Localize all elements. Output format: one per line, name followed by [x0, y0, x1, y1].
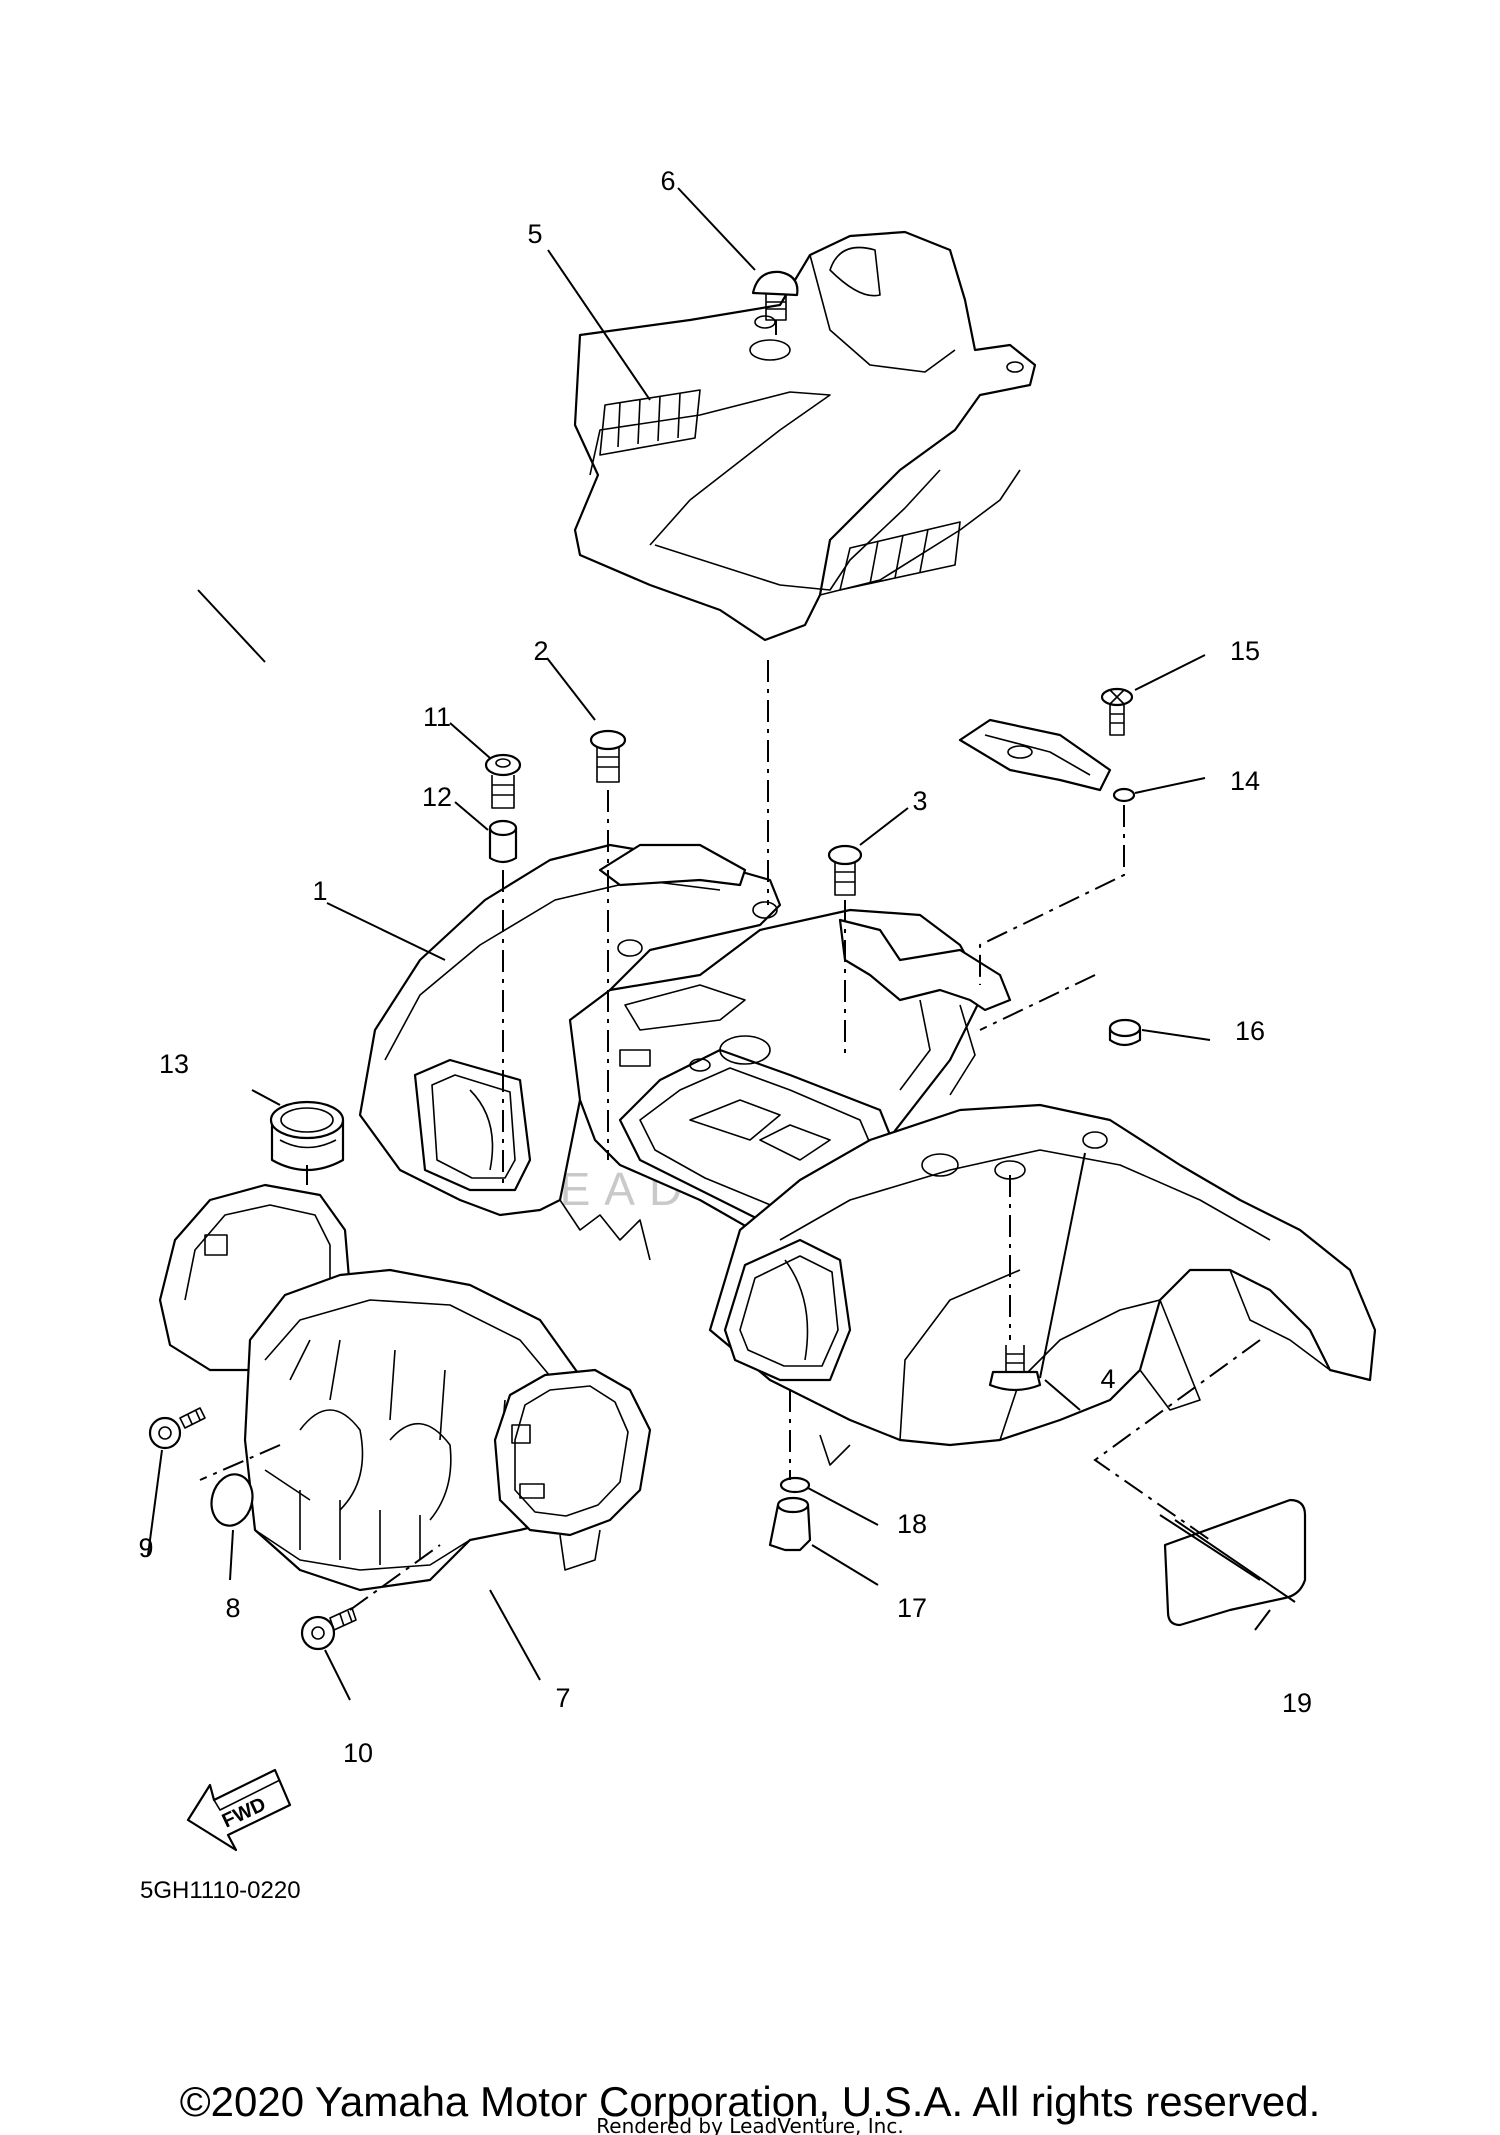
- callout-15: 15: [1230, 636, 1260, 666]
- assembly-guide-lines: [199, 320, 1261, 1611]
- part-15-screw: [1100, 687, 1134, 736]
- part-15-bracket: [958, 718, 1112, 792]
- callout-17: 17: [897, 1593, 927, 1623]
- callout-2: 2: [533, 636, 548, 666]
- callout-13: 13: [159, 1049, 189, 1079]
- part-12-collar: [488, 819, 518, 864]
- callout-1: 1: [312, 876, 327, 906]
- part-5-top-cover: [573, 230, 1037, 642]
- callout-5: 5: [527, 219, 542, 249]
- callout-6: 6: [660, 166, 675, 196]
- part-14-washer: [1112, 787, 1136, 803]
- part-2-bolt: [589, 729, 627, 783]
- part-19-label: [1163, 1498, 1307, 1627]
- rendered-by-notice: Rendered by LeadVenture, Inc.: [596, 2114, 903, 2135]
- callout-7: 7: [555, 1683, 570, 1713]
- callout-18: 18: [897, 1509, 927, 1539]
- part-10-bolt: [300, 1607, 357, 1651]
- callout-19: 19: [1282, 1688, 1312, 1718]
- callout-12: 12: [422, 782, 452, 812]
- part-13-band: [269, 1100, 345, 1171]
- callout-16: 16: [1235, 1016, 1265, 1046]
- copyright-notice: ©2020 Yamaha Motor Corporation, U.S.A. A…: [180, 2078, 1321, 2125]
- part-1-rear-fender: [358, 843, 1377, 1466]
- leader-lines: [147, 187, 1296, 1701]
- callout-4: 4: [1100, 1364, 1115, 1394]
- part-7-lamp-case: [158, 1183, 652, 1592]
- part-16-grommet: [1108, 1018, 1142, 1047]
- part-9-bolt: [148, 1407, 206, 1450]
- part-4-nut: [988, 1345, 1042, 1392]
- part-17-damper: [768, 1496, 812, 1552]
- forward-arrow-icon: FWD: [186, 1768, 292, 1852]
- callout-8: 8: [225, 1593, 240, 1623]
- part-18-washer: [779, 1476, 811, 1494]
- part-8-cap: [210, 1473, 254, 1527]
- diagram-code: 5GH1110-0220: [140, 1877, 301, 1904]
- callout-10: 10: [343, 1738, 373, 1768]
- callout-3: 3: [912, 786, 927, 816]
- part-11-bolt: [484, 753, 522, 809]
- part-3-bolt: [827, 844, 863, 896]
- callout-11: 11: [423, 702, 451, 732]
- callout-9: 9: [138, 1533, 153, 1563]
- callout-labels: 6 5 2 3 11 12 1 13 15 14 16 4 9 8 10 7 1…: [138, 166, 1312, 1768]
- callout-14: 14: [1230, 766, 1260, 796]
